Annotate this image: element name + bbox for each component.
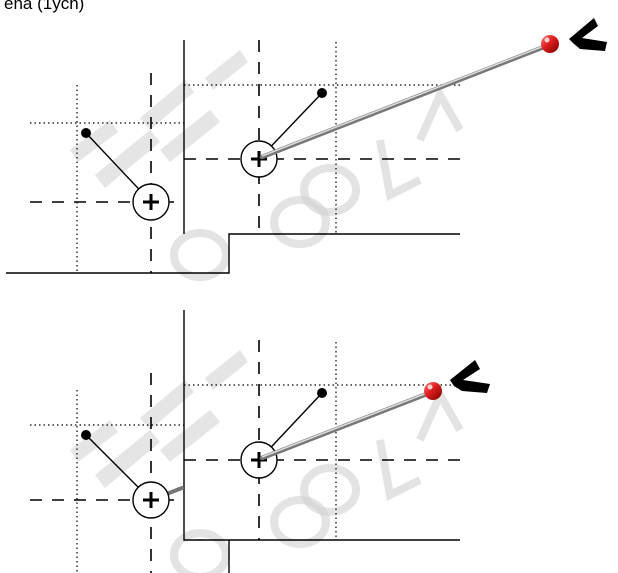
bottom-black-arrow-icon — [450, 360, 490, 393]
bottom-large-circle-plus-icon — [240, 441, 278, 479]
bottom-large-node — [317, 388, 327, 398]
top-large-circle-plus-icon — [240, 140, 278, 178]
caption-text: ená (1ých) — [4, 0, 85, 13]
top-small-node — [81, 128, 91, 138]
bottom-step-outline — [183, 310, 460, 541]
top-large-node — [317, 88, 327, 98]
bottom-small-node — [81, 430, 91, 440]
top-step-outline — [6, 233, 460, 274]
top-small-circle-plus-icon — [132, 183, 170, 221]
bottom-panel — [30, 310, 490, 573]
bottom-small-circle-plus-icon — [132, 481, 170, 519]
top-red-pin-icon — [259, 35, 559, 160]
bottom-red-pin-icon — [259, 382, 442, 461]
watermark — [70, 50, 464, 573]
top-black-arrow-icon — [569, 18, 607, 51]
top-panel — [6, 18, 607, 274]
